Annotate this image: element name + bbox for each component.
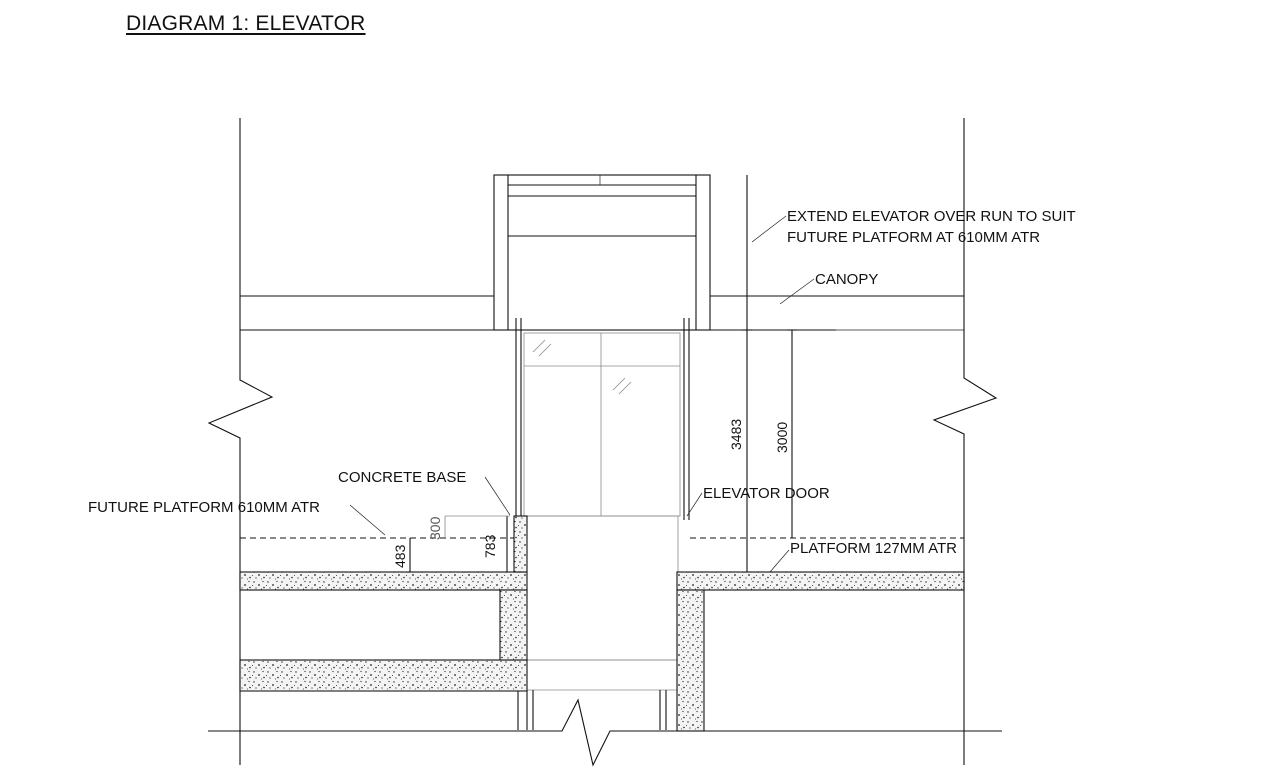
canopy-label: CANOPY [815,271,878,288]
hoistway-rails [515,318,690,520]
dimension-300: 300 [427,516,443,540]
dimension-3483: 3483 [728,419,744,450]
concrete-base-label: CONCRETE BASE [338,469,466,486]
diagram-title: DIAGRAM 1: ELEVATOR [126,12,366,35]
dimension-483: 483 [392,544,408,568]
right-wall-line [932,118,998,765]
dimension-3000: 3000 [774,422,790,453]
platform-label: PLATFORM 127MM ATR [790,540,957,557]
canopy-left [240,295,494,331]
elevator-overrun [493,174,711,331]
canopy-right [710,295,964,331]
overrun-note-line1: EXTEND ELEVATOR OVER RUN TO SUIT [787,208,1076,225]
elevator-door-label: ELEVATOR DOOR [703,485,830,502]
left-wall-line [207,118,274,765]
elevator-pit [517,515,679,730]
future-platform-label: FUTURE PLATFORM 610MM ATR [88,499,320,516]
dimension-783: 783 [482,534,498,558]
leader-lines [349,215,815,573]
overrun-note-line2: FUTURE PLATFORM AT 610MM ATR [787,229,1040,246]
bottom-break-line [208,698,1002,767]
elevator-glass-car [523,332,681,517]
dimension-lines [409,175,797,572]
